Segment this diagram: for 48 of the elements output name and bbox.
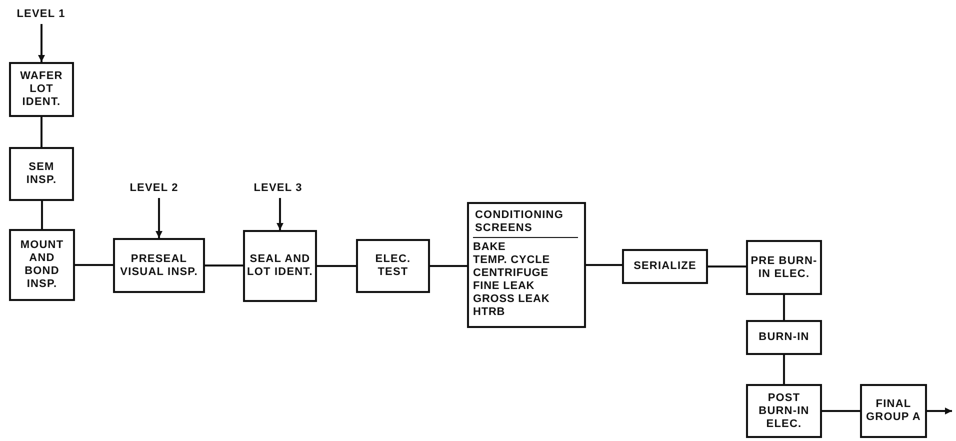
arrow: [38, 24, 45, 62]
step-label: SEAL AND LOT IDENT.: [247, 253, 313, 279]
step-label: WAFER LOT IDENT.: [19, 70, 64, 109]
connector-line: [205, 264, 243, 266]
process-box: [622, 249, 708, 284]
process-box: [9, 147, 74, 201]
process-box: [860, 384, 927, 438]
connector-line: [40, 117, 42, 147]
process-box: [746, 320, 822, 355]
arrow: [156, 198, 162, 238]
step-label: SERIALIZE: [634, 260, 696, 273]
connector-line: [586, 264, 622, 266]
step-label: ELEC. TEST: [374, 253, 412, 279]
level-label: LEVEL 2: [130, 182, 178, 194]
list-heading: CONDITIONING SCREENS: [473, 209, 578, 238]
connector-line: [822, 410, 860, 412]
connector-line: [317, 265, 356, 267]
list-item: FINE LEAK: [473, 280, 536, 293]
list-item: HTRB: [473, 306, 506, 319]
list-item: CENTRIFUGE: [473, 267, 550, 280]
step-label: FINAL GROUP A: [865, 398, 922, 424]
screen-list-box: [467, 202, 586, 328]
step-label: PRESEAL VISUAL INSP.: [119, 252, 199, 278]
level-label: LEVEL 3: [254, 182, 302, 194]
connector-line: [783, 355, 785, 384]
process-box: [243, 230, 317, 302]
process-box: [9, 229, 75, 301]
connector-line: [783, 295, 785, 320]
process-box: [746, 384, 822, 438]
level-label: LEVEL 1: [16, 8, 66, 20]
connector-line: [708, 266, 746, 268]
arrow: [927, 408, 952, 414]
process-box: [9, 62, 74, 117]
process-box: [356, 239, 430, 293]
process-box: [113, 238, 205, 293]
list-item: BAKE: [473, 241, 507, 254]
list-item: GROSS LEAK: [473, 293, 551, 306]
list-item: TEMP. CYCLE: [473, 254, 551, 267]
connector-line: [75, 264, 113, 266]
step-label: POST BURN-IN ELEC.: [758, 392, 810, 430]
step-label: PRE BURN-IN ELEC.: [750, 254, 818, 280]
process-box: [746, 240, 822, 295]
connector-line: [41, 201, 43, 229]
step-label: BURN-IN: [758, 331, 810, 344]
arrow: [276, 198, 284, 230]
step-label: SEM INSP.: [25, 161, 58, 187]
step-label: MOUNT AND BOND INSP.: [19, 239, 65, 291]
connector-line: [430, 265, 467, 267]
